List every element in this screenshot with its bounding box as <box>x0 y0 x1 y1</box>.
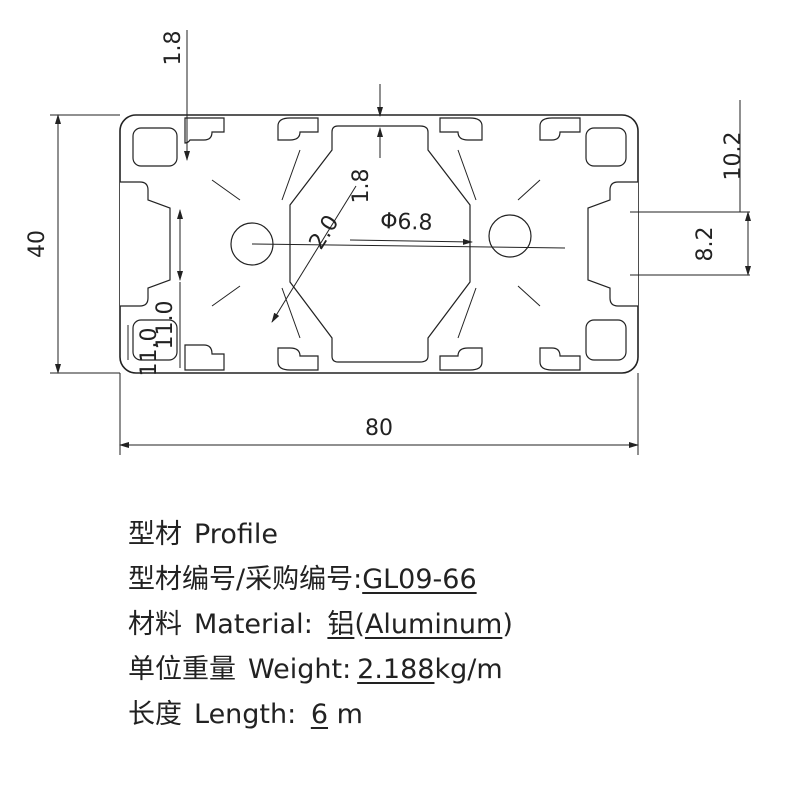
material-paren-close: ) <box>502 609 513 640</box>
bottom-slots <box>184 344 581 371</box>
weight-label-cn: 单位重量 <box>128 654 236 685</box>
top-slots <box>184 117 581 144</box>
dimension-height-label: 40 <box>25 230 50 258</box>
profile-label-en: Profile <box>194 519 278 550</box>
length-label-en: Length: <box>194 699 297 730</box>
dimension-corner-label: 11.0 <box>137 328 162 377</box>
material-value-en: Aluminum <box>364 609 503 640</box>
corner-pockets <box>132 127 627 361</box>
dimension-right-slot-label: 10.2 <box>721 132 746 181</box>
central-cavity <box>289 125 471 363</box>
dimension-slot-wall: 1.8 <box>349 84 383 204</box>
dimension-slot-opening: 8.2 <box>630 211 751 276</box>
dimension-hole-label: Φ6.8 <box>380 209 433 236</box>
material-paren-open: ( <box>354 609 365 640</box>
code-label-cn: 型材编号/采购编号: <box>128 564 363 595</box>
dimension-corner: 11.0 <box>127 325 162 377</box>
material-label-cn: 材料 <box>128 609 182 640</box>
profile-drawing: 80 40 1.8 1.8 10.2 8.2 Φ6.8 2.0 <box>25 30 751 455</box>
length-unit: m <box>336 699 363 730</box>
spec-length: 长度 Length: 6 m <box>128 692 768 737</box>
spec-material: 材料 Material: 铝(Aluminum) <box>128 602 768 647</box>
dimension-top-wall-label: 1.8 <box>161 31 186 66</box>
weight-unit: kg/m <box>434 654 503 685</box>
length-value: 6 <box>310 699 329 730</box>
material-label-en: Material: <box>194 609 313 640</box>
dimension-slot-opening-label: 8.2 <box>693 227 718 262</box>
diagonal-webs <box>211 149 541 339</box>
spec-profile: 型材 Profile <box>128 512 768 557</box>
side-slots <box>120 181 638 307</box>
dimension-hole: Φ6.8 <box>251 209 566 249</box>
code-value: GL09-66 <box>362 564 477 595</box>
dimension-slot-wall-label: 1.8 <box>349 169 374 204</box>
spec-code: 型材编号/采购编号:GL09-66 <box>128 557 768 602</box>
spec-list: 型材 Profile 型材编号/采购编号:GL09-66 材料 Material: … <box>128 512 768 737</box>
dimension-slot-depth: 11.0 <box>153 209 183 368</box>
dimension-top-wall: 1.8 <box>161 30 190 161</box>
dimension-height: 40 <box>25 114 120 374</box>
weight-label-en: Weight: <box>248 654 352 685</box>
profile-label-cn: 型材 <box>128 519 182 550</box>
length-label-cn: 长度 <box>128 699 182 730</box>
dimension-width: 80 <box>119 373 639 455</box>
dimension-right-slot: 10.2 <box>630 100 750 213</box>
weight-value: 2.188 <box>357 654 435 685</box>
dimension-width-label: 80 <box>365 416 393 441</box>
dimension-slot-depth-label: 11.0 <box>153 301 178 350</box>
material-value-cn: 铝 <box>327 609 355 640</box>
spec-weight: 单位重量 Weight:2.188kg/m <box>128 647 768 692</box>
